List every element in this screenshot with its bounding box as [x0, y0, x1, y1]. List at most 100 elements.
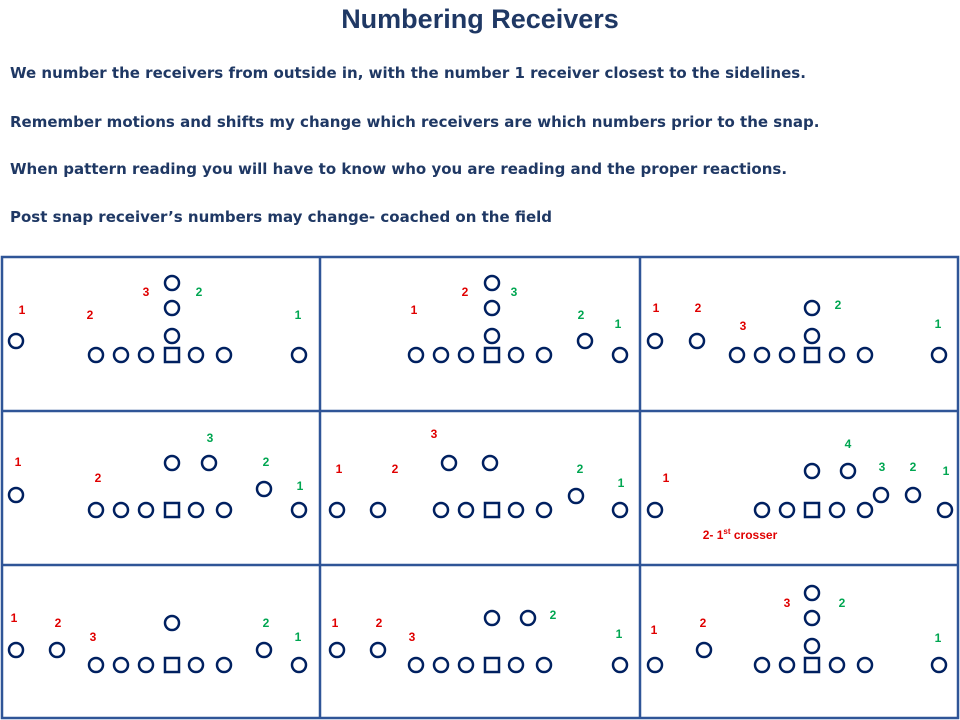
player-circle: [328, 501, 346, 519]
receiver-number-label: 2: [376, 616, 383, 630]
intro-line: When pattern reading you will have to kn…: [10, 160, 788, 178]
receiver-number-label: 2: [55, 616, 62, 630]
receiver-number-label: 1: [616, 627, 623, 641]
player-circle: [507, 656, 525, 674]
receiver-number-label: 3: [207, 431, 214, 445]
player-circle: [187, 501, 205, 519]
player-circle: [290, 501, 308, 519]
player-circle: [778, 501, 796, 519]
player-circle: [856, 346, 874, 364]
player-circle: [163, 327, 181, 345]
page-title: Numbering Receivers: [341, 4, 619, 34]
player-circle: [803, 299, 821, 317]
receiver-number-label: 2: [263, 616, 270, 630]
receiver-number-label: 1: [336, 462, 343, 476]
player-circle: [432, 346, 450, 364]
receiver-number-label: 1: [19, 303, 26, 317]
receiver-number-label: 1: [943, 464, 950, 478]
player-circle: [646, 656, 664, 674]
player-circle: [137, 501, 155, 519]
player-circle: [778, 656, 796, 674]
receiver-number-label: 1: [411, 303, 418, 317]
player-circle: [290, 346, 308, 364]
intro-line: We number the receivers from outside in,…: [10, 64, 806, 82]
receiver-number-label: 2: [835, 298, 842, 312]
player-circle: [646, 332, 664, 350]
receiver-number-label: 4: [845, 437, 852, 451]
receiver-number-label: 3: [511, 285, 518, 299]
player-circle: [200, 454, 218, 472]
player-circle: [535, 346, 553, 364]
receiver-number-label: 2: [578, 308, 585, 322]
player-circle: [856, 656, 874, 674]
receiver-number-label: 1: [15, 455, 22, 469]
intro-line: Remember motions and shifts my change wh…: [10, 113, 820, 131]
player-circle: [255, 480, 273, 498]
player-circle: [535, 656, 553, 674]
center-square: [483, 346, 501, 364]
player-circle: [457, 501, 475, 519]
player-circle: [290, 656, 308, 674]
crosser-prefix: 2- 1: [703, 528, 724, 542]
player-circle: [688, 332, 706, 350]
center-square: [483, 501, 501, 519]
receiver-number-label: 1: [935, 317, 942, 331]
player-circle: [7, 641, 25, 659]
receiver-number-label: 2: [695, 301, 702, 315]
grid-frame: [0, 255, 960, 720]
player-circle: [803, 462, 821, 480]
player-circle: [432, 656, 450, 674]
player-circle: [163, 614, 181, 632]
center-square: [483, 656, 501, 674]
receiver-number-label: 2: [550, 608, 557, 622]
player-circle: [481, 454, 499, 472]
player-circle: [904, 486, 922, 504]
player-circle: [87, 501, 105, 519]
player-circle: [483, 299, 501, 317]
grid-lines: [0, 255, 960, 720]
crosser-sup: st: [723, 527, 730, 536]
crosser-suffix: crosser: [731, 528, 778, 542]
center-square: [803, 346, 821, 364]
player-circle: [828, 501, 846, 519]
player-circle: [930, 346, 948, 364]
center-square: [163, 346, 181, 364]
receiver-number-label: 1: [651, 623, 658, 637]
player-circle: [457, 656, 475, 674]
player-circle: [611, 656, 629, 674]
player-circle: [112, 346, 130, 364]
player-circle: [457, 346, 475, 364]
player-circle: [519, 609, 537, 627]
player-circle: [187, 656, 205, 674]
player-circle: [407, 656, 425, 674]
player-circle: [507, 346, 525, 364]
receiver-number-label: 1: [615, 317, 622, 331]
player-circle: [163, 454, 181, 472]
player-circle: [215, 346, 233, 364]
receiver-number-label: 3: [431, 427, 438, 441]
receiver-number-label: 3: [90, 630, 97, 644]
receiver-number-label: 2: [577, 462, 584, 476]
player-circle: [930, 656, 948, 674]
player-circle: [440, 454, 458, 472]
receiver-number-label: 3: [409, 630, 416, 644]
player-circle: [646, 501, 664, 519]
player-circle: [483, 327, 501, 345]
player-circle: [803, 609, 821, 627]
player-circle: [936, 501, 954, 519]
player-circle: [778, 346, 796, 364]
player-circle: [112, 656, 130, 674]
player-circle: [483, 609, 501, 627]
player-circle: [163, 299, 181, 317]
player-circle: [611, 346, 629, 364]
receiver-number-label: 1: [935, 631, 942, 645]
receiver-number-label: 3: [879, 460, 886, 474]
